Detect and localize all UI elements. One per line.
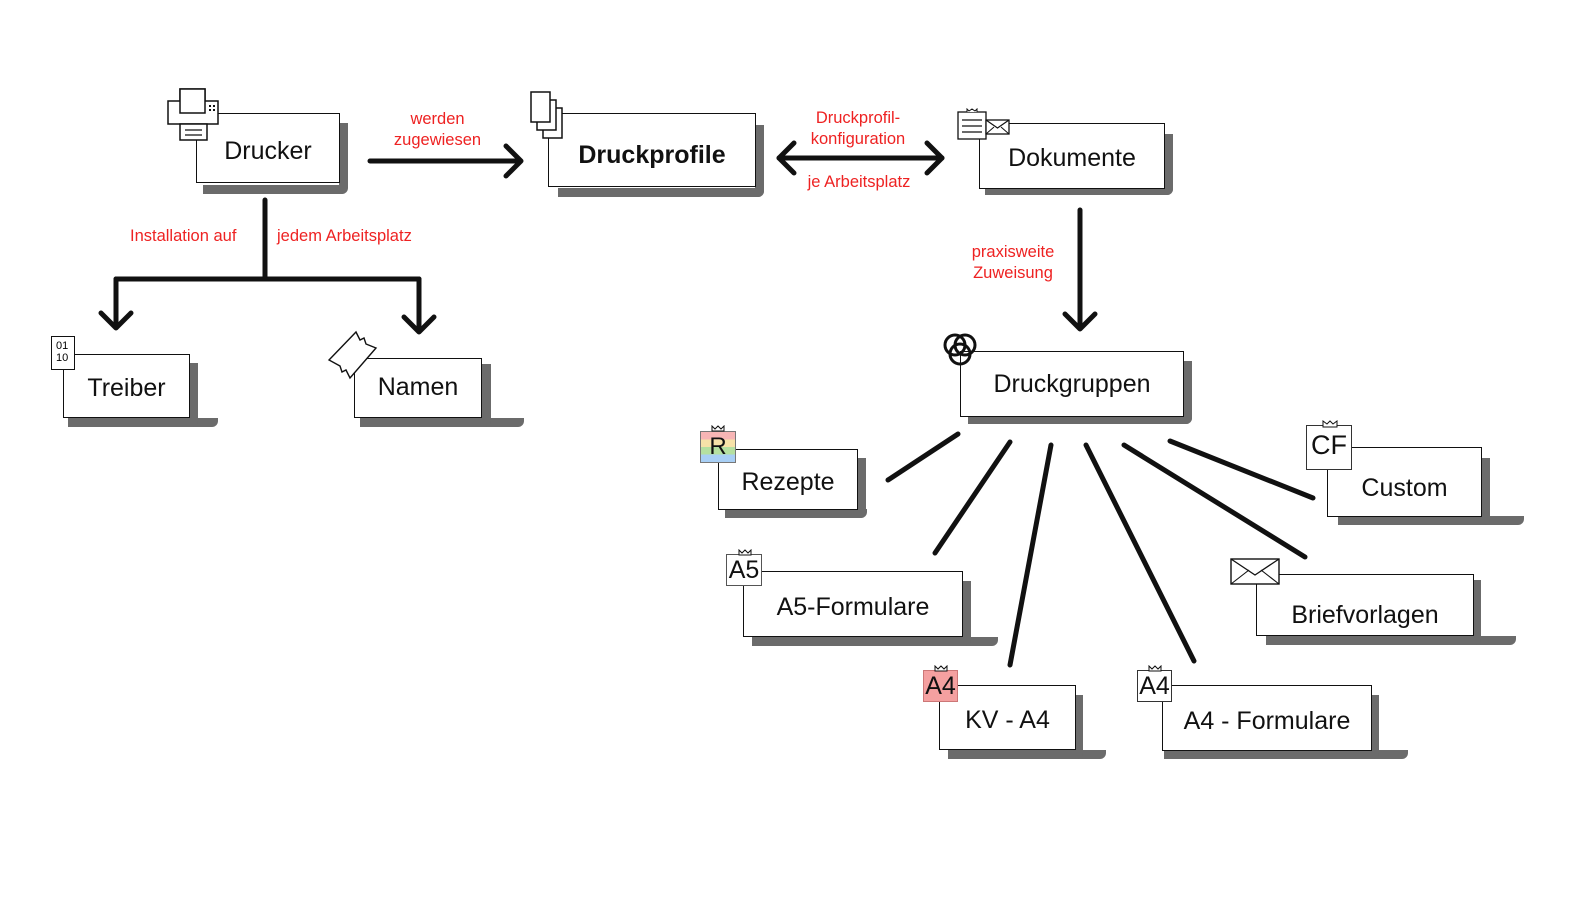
binary-file-icon: 01 10: [51, 336, 75, 370]
node-label: Briefvorlagen: [1291, 600, 1439, 629]
icon-text: R: [709, 433, 727, 460]
node-label: KV - A4: [965, 706, 1050, 734]
arrow-head-druckprofile: [503, 143, 524, 179]
clip-icon: [738, 549, 752, 556]
a5-form-icon: A5: [726, 554, 762, 586]
node-label: Dokumente: [1008, 143, 1136, 172]
line-to-a5-formulare: [932, 439, 1013, 556]
label-line: praxisweite: [971, 243, 1055, 261]
clip-icon: [1322, 420, 1338, 428]
label-jedem-arbeitsplatz: jedem Arbeitsplatz: [277, 227, 412, 245]
clip-icon: [711, 425, 725, 432]
name-tag-icon: [327, 330, 378, 380]
a4-form-icon: A4: [1137, 670, 1172, 702]
arrow-head-namen: [401, 314, 437, 335]
stacked-pages-icon: [530, 91, 563, 139]
label-line: Zuweisung: [973, 264, 1053, 282]
label-line: werden: [410, 110, 465, 128]
icon-text: 01: [56, 340, 69, 352]
icon-text: A5: [728, 556, 760, 584]
rezept-form-icon: R: [700, 431, 736, 463]
label-werden-zugewiesen: werden zugewiesen: [380, 109, 495, 151]
node-label: Custom: [1361, 473, 1448, 502]
line-to-briefvorlagen: [1121, 442, 1308, 560]
clip-icon: [934, 665, 948, 672]
label-line: Druckprofil-: [815, 109, 901, 127]
node-label: Druckgruppen: [993, 369, 1151, 398]
line-to-rezepte: [885, 431, 961, 483]
label-line: zugewiesen: [393, 131, 482, 149]
custom-form-icon: CF: [1306, 425, 1352, 470]
node-label: Druckprofile: [578, 140, 726, 169]
document-envelope-icon: [957, 108, 1010, 140]
arrow-head-treiber: [98, 310, 134, 331]
icon-text: 10: [56, 352, 69, 364]
icon-text: A4: [925, 672, 956, 700]
line-to-kv-a4: [1007, 442, 1054, 668]
icon-text: A4: [1139, 672, 1170, 700]
arrow-head-left: [776, 140, 797, 176]
label-line: konfiguration: [810, 130, 906, 148]
node-label: Rezepte: [741, 468, 835, 496]
label-praxisweite-zuweisung: praxisweite Zuweisung: [960, 242, 1066, 284]
node-label: A5-Formulare: [776, 592, 930, 621]
envelope-icon: [1230, 558, 1280, 585]
arrow-head-right: [924, 140, 945, 176]
node-label: Treiber: [87, 373, 166, 402]
node-label: Namen: [377, 372, 459, 401]
line-to-custom: [1167, 438, 1316, 501]
interlocking-rings-icon: [943, 333, 977, 366]
line-to-a4-formulare: [1083, 442, 1197, 664]
arrow-head-druckgruppen: [1062, 311, 1098, 332]
printer-icon: [167, 88, 219, 141]
label-druckprofil-konfiguration: Druckprofil- konfiguration: [798, 108, 918, 150]
label-installation-auf: Installation auf: [130, 227, 237, 245]
icon-text: CF: [1311, 430, 1347, 460]
label-je-arbeitsplatz: je Arbeitsplatz: [807, 173, 911, 191]
kv-a4-form-icon: A4: [923, 670, 958, 702]
clip-icon: [1148, 665, 1162, 672]
node-label: Drucker: [224, 136, 312, 165]
node-label: A4 - Formulare: [1183, 706, 1351, 735]
